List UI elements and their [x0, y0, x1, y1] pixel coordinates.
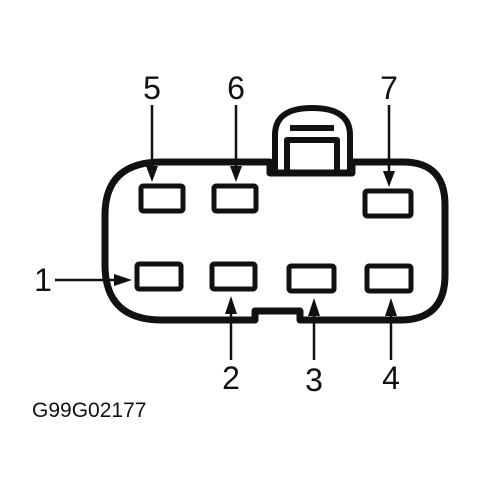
arrow-6	[230, 105, 242, 182]
pin-label-5: 5	[143, 70, 161, 106]
terminal-6	[211, 183, 259, 214]
pin-label-6: 6	[227, 70, 245, 106]
pin-label-2: 2	[222, 360, 240, 396]
pin-label-7: 7	[380, 70, 398, 106]
terminal-2	[209, 261, 258, 292]
terminal-7	[362, 188, 414, 219]
terminal-1	[134, 261, 184, 292]
arrow-2	[225, 296, 237, 360]
figure-reference-code: G99G02177	[32, 399, 146, 422]
pin-label-4: 4	[382, 360, 400, 396]
arrow-3	[308, 298, 320, 360]
arrow-4	[385, 298, 397, 360]
arrow-1	[55, 274, 132, 286]
arrow-5	[146, 105, 158, 182]
terminal-4	[364, 263, 414, 294]
connector-housing	[101, 158, 449, 324]
terminal-3	[286, 263, 337, 294]
terminal-5	[138, 183, 186, 214]
pin-label-1: 1	[34, 262, 52, 298]
arrow-7	[383, 105, 395, 187]
pin-label-3: 3	[305, 362, 323, 398]
locking-tab	[272, 105, 353, 170]
